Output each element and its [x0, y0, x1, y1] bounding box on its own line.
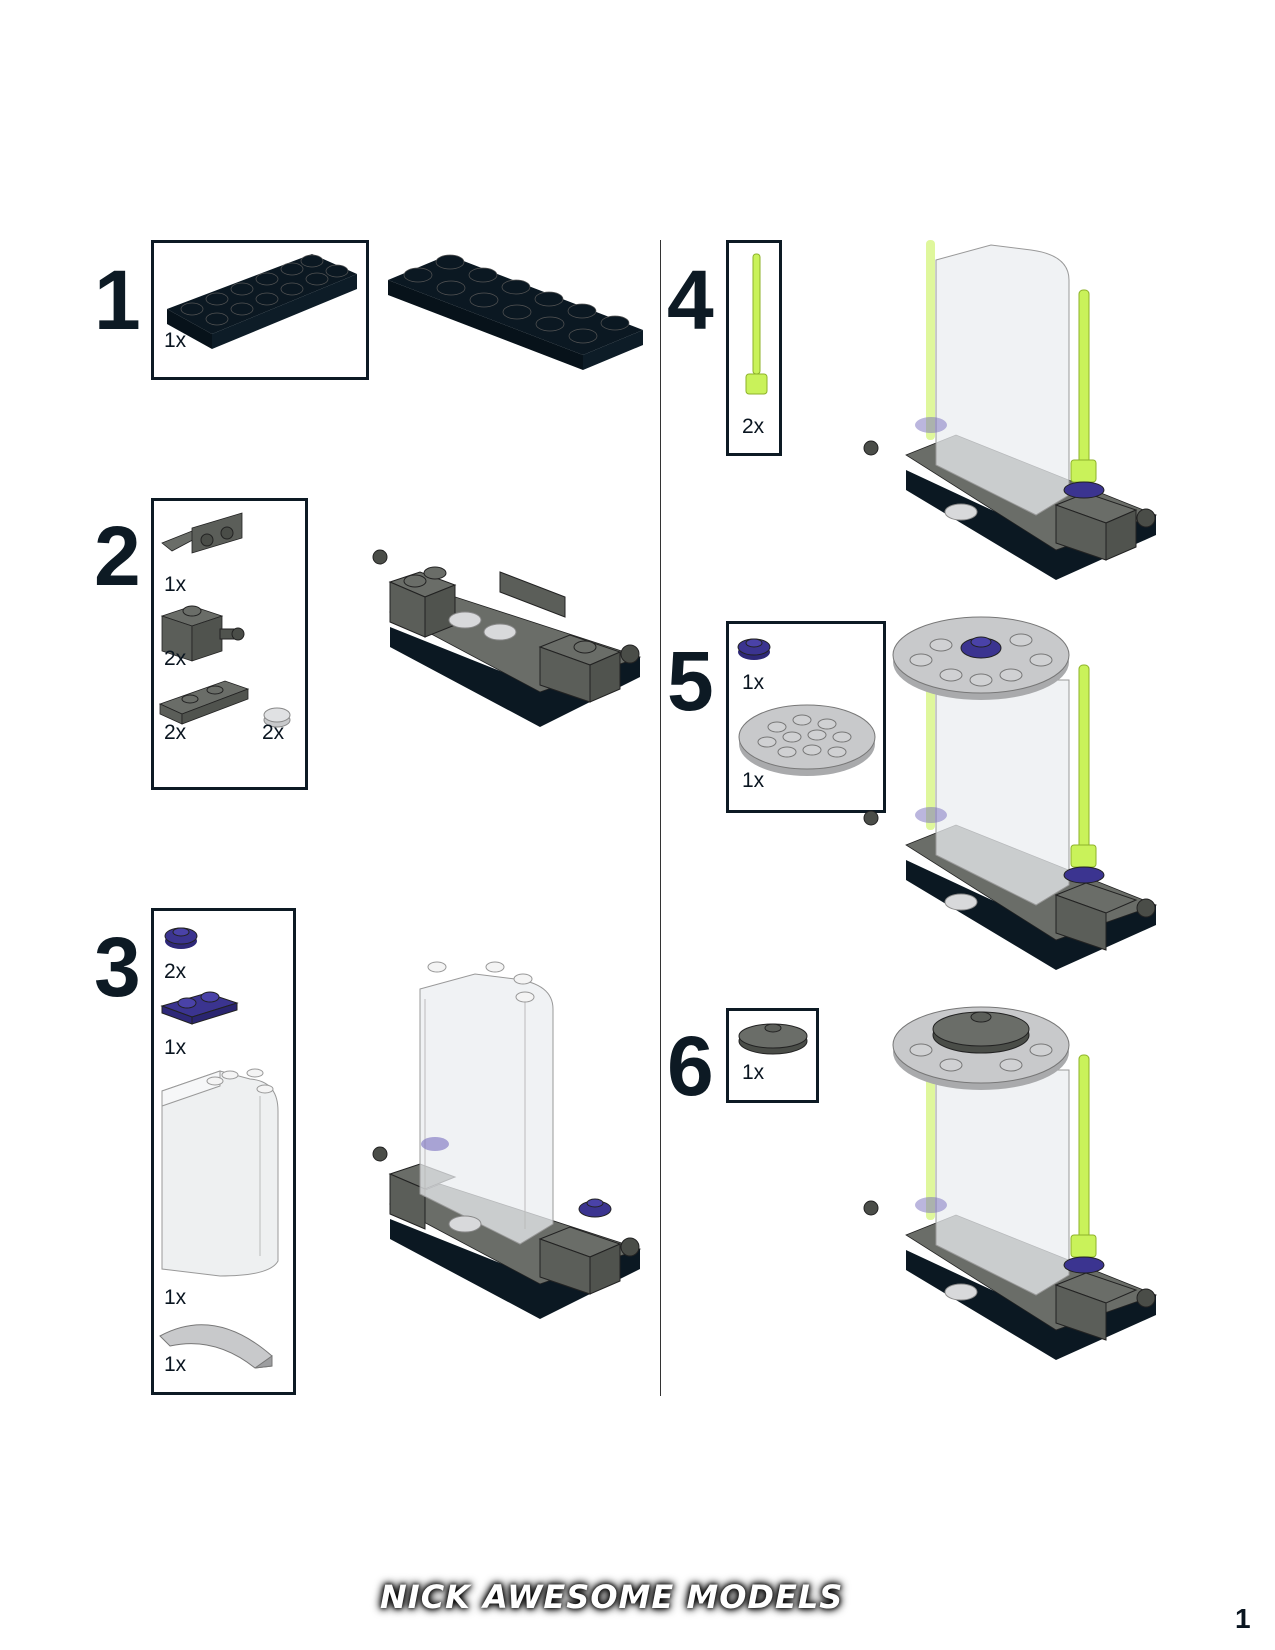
step-3-assembly	[372, 961, 642, 1319]
step-1-assembly-plate	[388, 254, 643, 370]
step-number-6: 6	[667, 1019, 714, 1113]
round-plate-icon	[737, 638, 771, 660]
parts-box-step-4: 2x	[726, 240, 782, 456]
round-plate-4x4-icon	[738, 704, 876, 776]
step-6-assembly	[863, 1006, 1158, 1360]
brand-logo: Nick Awesome Models	[380, 1578, 844, 1616]
parts-box-step-3: 2x 1x 1x 1x	[151, 908, 296, 1395]
step-2-assembly	[372, 549, 642, 727]
transparent-cylinder-half-icon	[161, 1068, 279, 1277]
part-quantity: 1x	[164, 329, 187, 352]
part-quantity: 1x	[164, 1286, 187, 1309]
parts-box-step-6: 1x	[726, 1008, 819, 1103]
parts-box-step-5: 1x 1x	[726, 621, 886, 813]
part-quantity: 1x	[742, 1061, 765, 1084]
antenna-icon	[745, 253, 768, 395]
part-quantity: 1x	[164, 573, 187, 596]
page-number: 1	[1235, 1603, 1251, 1634]
step-5-assembly	[863, 616, 1158, 970]
step-number-1: 1	[94, 253, 141, 347]
dish-icon	[738, 1023, 808, 1055]
parts-box-step-2: 1x 2x 2x 2x	[151, 498, 308, 790]
part-quantity: 1x	[164, 1353, 187, 1376]
parts-box-step-1: 1x	[151, 240, 369, 380]
column-divider	[660, 240, 661, 1396]
brick-with-pin-icon	[160, 605, 245, 662]
part-quantity: 2x	[164, 721, 187, 744]
curved-slope-icon	[159, 1324, 273, 1369]
step-number-3: 3	[94, 920, 141, 1014]
plate-1x2-icon	[160, 991, 239, 1025]
step-number-4: 4	[667, 253, 714, 347]
step-4-assembly	[863, 240, 1158, 580]
part-quantity: 2x	[164, 647, 187, 670]
black-plate-2x6-icon	[167, 254, 357, 349]
round-tile-icon	[263, 707, 291, 728]
part-quantity: 1x	[164, 1036, 187, 1059]
part-quantity: 1x	[742, 671, 765, 694]
part-quantity: 2x	[262, 721, 285, 744]
part-quantity: 2x	[164, 960, 187, 983]
bracket-icon	[161, 512, 243, 554]
round-plate-icon	[164, 927, 198, 949]
part-quantity: 1x	[742, 769, 765, 792]
step-number-2: 2	[94, 509, 141, 603]
plate-with-clip-icon	[158, 680, 250, 725]
step-number-5: 5	[667, 634, 714, 728]
part-quantity: 2x	[742, 415, 765, 438]
